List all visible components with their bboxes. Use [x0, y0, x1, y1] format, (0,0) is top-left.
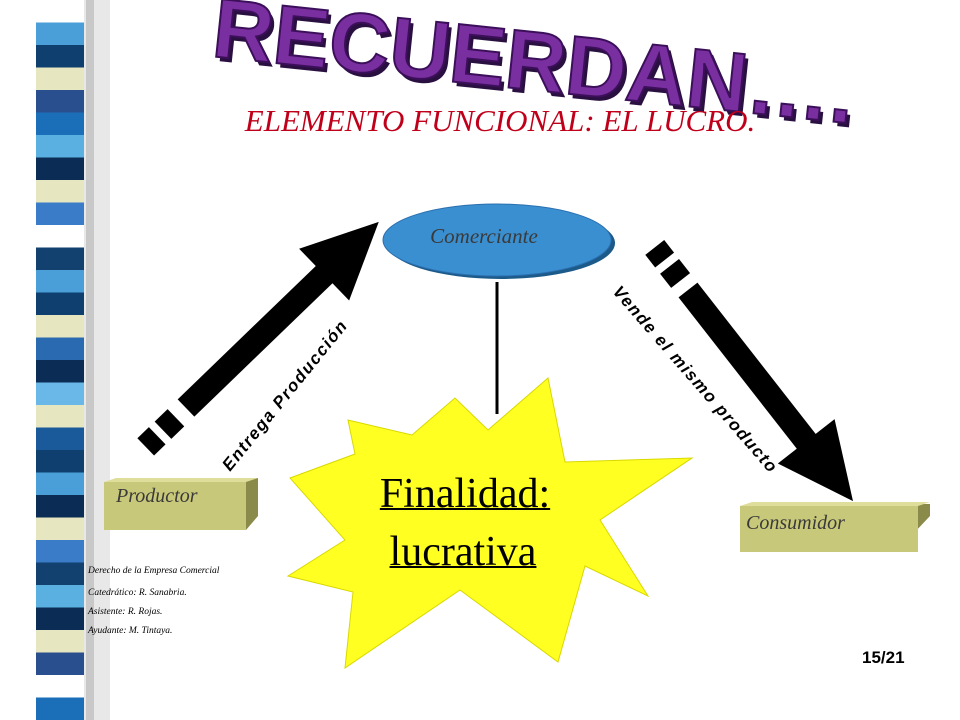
stripe-cell [36, 405, 84, 428]
stripe-cell [36, 112, 84, 136]
goal-line-2: lucrativa [389, 529, 537, 575]
stripe-cell [36, 337, 84, 361]
stripe-cell [36, 202, 84, 226]
headline-art: RECUERDAN…. RECUERDAN…. [208, 0, 863, 130]
stripe-cell [36, 607, 84, 631]
right-arrow [645, 240, 853, 502]
goal-line-1: Finalidad: [379, 471, 551, 517]
merchant-label: Comerciante [430, 224, 538, 248]
stripe-cell [36, 157, 84, 181]
stripe-cell [36, 45, 84, 68]
credit-professor: Catedrático: R. Sanabria. [88, 588, 187, 598]
stripe-cell [36, 90, 84, 113]
consumer-node [740, 506, 918, 552]
stripe-cell [36, 225, 84, 248]
stripe-cell [36, 585, 84, 608]
stripe-cell [36, 67, 84, 91]
stripe-cell [36, 697, 84, 720]
stripe-cell [36, 450, 84, 473]
stripe-cell [36, 360, 84, 383]
credit-assistant: Asistente: R. Rojas. [88, 607, 163, 617]
decorative-stripe-bar [36, 0, 110, 720]
stripe-cell [36, 675, 84, 698]
stripe-cell [36, 180, 84, 203]
producer-node [104, 482, 246, 530]
burst-shape [286, 377, 694, 670]
stripe-cell [36, 270, 84, 293]
merchant-node [382, 203, 612, 277]
stripe-cell [36, 292, 84, 316]
stripe-cell [36, 562, 84, 586]
stripe-cell [36, 427, 84, 451]
consumer-label: Consumidor [746, 512, 845, 534]
left-arrow [137, 221, 379, 456]
left-arrow-label: Entrega Producción [218, 316, 351, 474]
stripe-cell [36, 135, 84, 158]
stripe-cell [36, 517, 84, 541]
stripe-cell [36, 652, 84, 676]
credit-helper: Ayudante: M. Tintaya. [88, 626, 173, 636]
stripe-cell [36, 382, 84, 406]
stripe-cell [36, 315, 84, 338]
producer-node-top [104, 478, 258, 482]
stripe-cell [36, 540, 84, 563]
stripe-cell [36, 472, 84, 496]
stripe-cell [36, 247, 84, 271]
consumer-node-top [740, 502, 930, 506]
producer-label: Productor [116, 485, 198, 507]
stripe-cell [36, 630, 84, 653]
stripe-cell [36, 0, 84, 23]
stripe-cell [36, 22, 84, 46]
subtitle: ELEMENTO FUNCIONAL: EL LUCRO. [244, 103, 756, 138]
page-number: 15/21 [862, 648, 905, 667]
stripe-cell [36, 495, 84, 518]
credit-course: Derecho de la Empresa Comercial [88, 566, 220, 576]
